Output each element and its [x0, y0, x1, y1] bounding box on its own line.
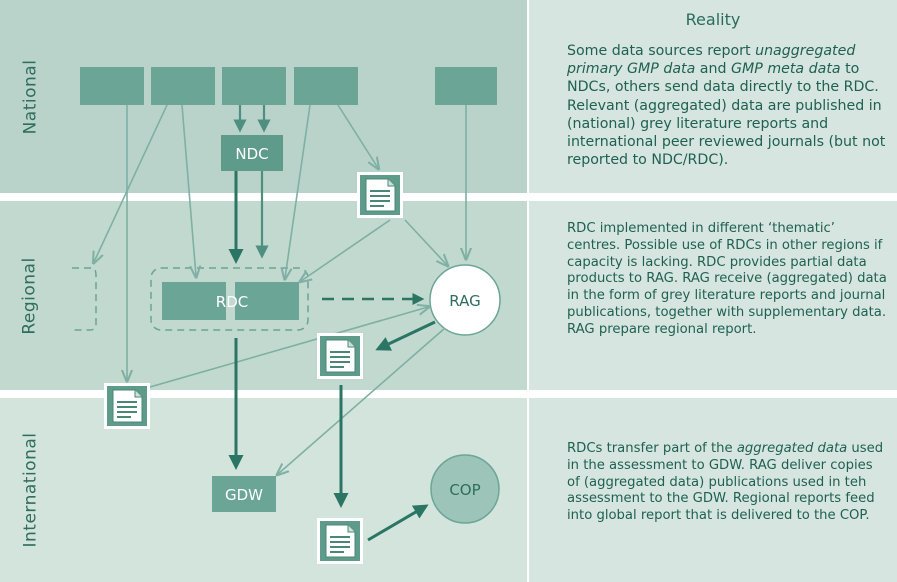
- national-part: and: [695, 61, 732, 78]
- reality-title: Reality: [685, 10, 741, 29]
- rag-node: [429, 264, 501, 336]
- band-regional-right: [529, 201, 897, 390]
- rdc-boundary: [150, 267, 309, 331]
- report-document-icon: [316, 332, 364, 380]
- data-source-box: [222, 67, 286, 105]
- data-source-box: [151, 67, 215, 105]
- medium-arrows: [233, 105, 271, 259]
- rdc-box-right: [235, 282, 299, 320]
- thick-arrows: [228, 171, 436, 542]
- international-part: RDCs transfer part of the: [567, 441, 737, 456]
- international-description: RDCs transfer part of the aggregated dat…: [567, 441, 887, 525]
- national-part: unaggregated primary GMP data: [567, 43, 856, 78]
- national-part: to NDCs, others send data directly to th…: [567, 61, 886, 169]
- report-document-icon: [316, 517, 364, 565]
- ndc-label: NDC: [235, 145, 268, 163]
- international-part: used in the assessment to GDW. RAG deliv…: [567, 441, 884, 524]
- rdc-box-left: [162, 282, 226, 320]
- band-national-right: [529, 0, 897, 193]
- regional-description: RDC implemented in different ‘thematic’ …: [567, 221, 887, 337]
- gdw-node: [212, 476, 276, 512]
- data-source-box: [294, 67, 358, 105]
- other-region-bracket: [72, 267, 97, 331]
- cop-label: COP: [449, 481, 480, 499]
- report-document-icon: [356, 171, 404, 219]
- national-part: Some data sources report: [567, 43, 756, 59]
- data-source-box: [80, 67, 144, 105]
- thin-arrows: [94, 104, 466, 474]
- rag-label: RAG: [449, 292, 480, 310]
- report-document-icon: [103, 382, 151, 430]
- national-part: GMP meta data: [731, 61, 841, 78]
- rdc-label: RDC: [216, 293, 248, 311]
- band-international-right: [529, 398, 897, 582]
- gdw-label: GDW: [225, 486, 263, 504]
- data-source-box: [435, 67, 497, 105]
- national-description: Some data sources report unaggregated pr…: [567, 42, 887, 169]
- cop-node: [430, 454, 500, 524]
- international-part: aggregated data: [736, 441, 848, 456]
- ndc-node: [221, 135, 283, 171]
